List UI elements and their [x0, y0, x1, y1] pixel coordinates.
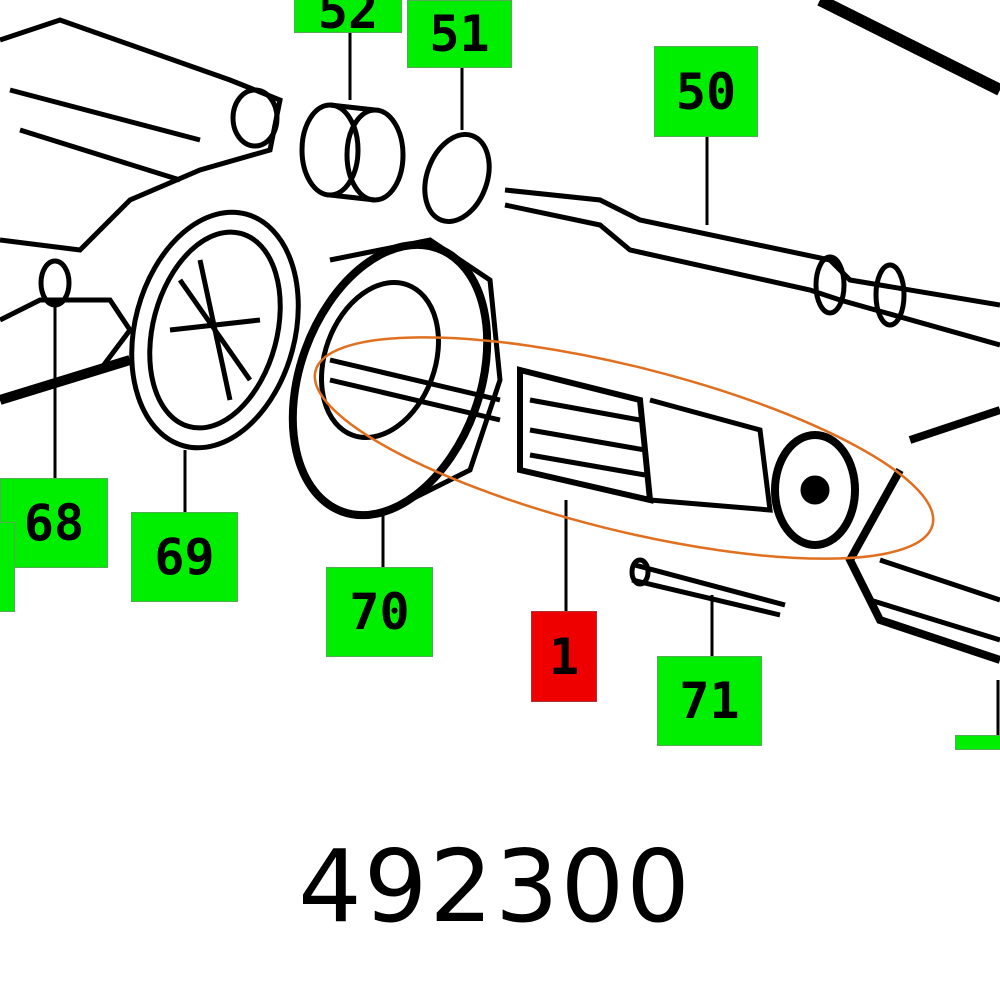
- callout-label: 70: [349, 583, 410, 641]
- armature-1: [329, 357, 859, 549]
- callout-partial-bottom-right: [955, 735, 1000, 750]
- highlight-ellipse: [313, 336, 935, 560]
- callout-partial-left: [0, 522, 15, 612]
- part-number: 492300: [298, 828, 692, 945]
- callout-label: 1: [548, 627, 580, 686]
- motor-housing-part: [0, 17, 283, 405]
- fan-guard-69: [129, 209, 301, 451]
- callout-1-highlighted[interactable]: 1: [531, 611, 597, 702]
- callout-label: 71: [679, 672, 740, 730]
- callout-68[interactable]: 68: [0, 478, 108, 568]
- circlip-51: [422, 131, 492, 225]
- callout-71[interactable]: 71: [657, 656, 762, 746]
- callout-51[interactable]: 51: [407, 0, 512, 68]
- callout-label: 51: [429, 5, 490, 63]
- housing-right-part: [845, 406, 1000, 664]
- callout-69[interactable]: 69: [131, 512, 238, 602]
- callout-label: 50: [675, 62, 737, 121]
- callout-label: 68: [23, 494, 85, 552]
- baffle-70: [288, 237, 503, 520]
- bearing-52: [299, 102, 406, 203]
- callout-label: 69: [154, 528, 215, 586]
- shaft-50: [504, 0, 1000, 348]
- callout-52[interactable]: 52: [294, 0, 402, 33]
- pin-71: [629, 557, 786, 618]
- callout-label: 52: [317, 0, 379, 33]
- callout-50[interactable]: 50: [654, 46, 758, 137]
- callout-70[interactable]: 70: [326, 567, 433, 657]
